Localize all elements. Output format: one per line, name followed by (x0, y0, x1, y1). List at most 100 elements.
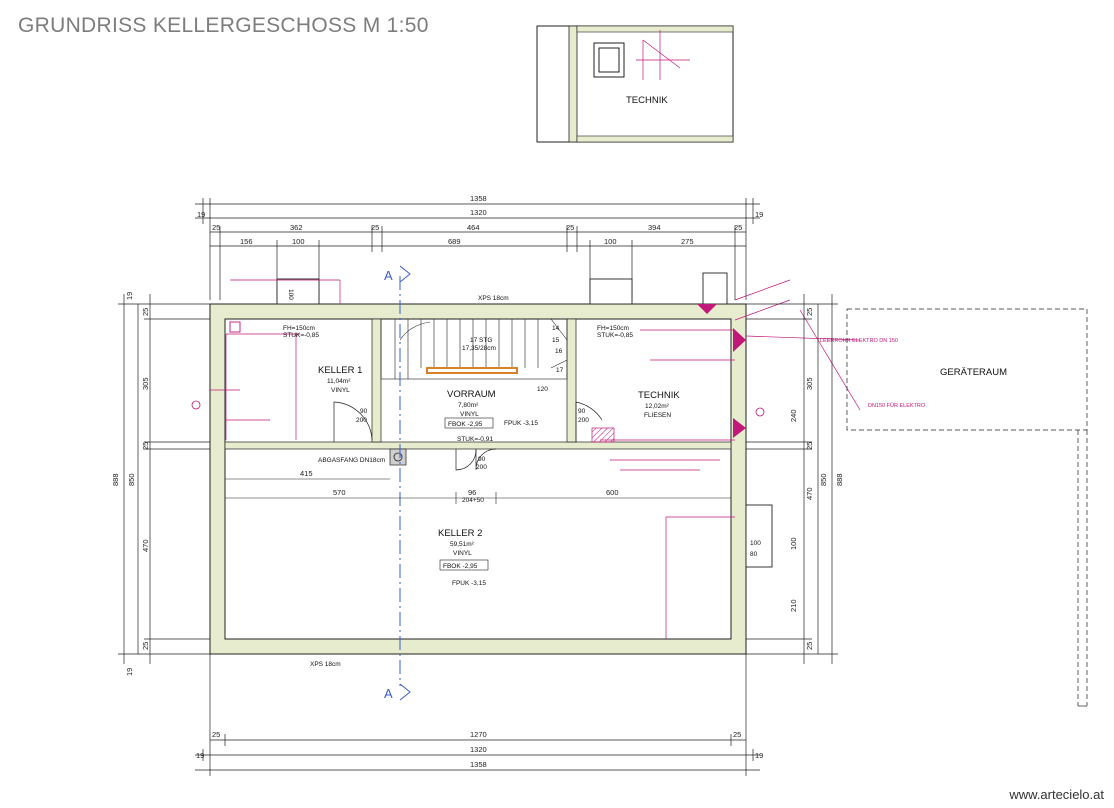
svg-text:362: 362 (290, 223, 303, 232)
svg-text:1320: 1320 (470, 208, 487, 217)
drawing-title: GRUNDRISS KELLERGESCHOSS M 1:50 (18, 14, 429, 37)
svg-text:25: 25 (733, 730, 741, 739)
bottom-dimensions (195, 654, 760, 776)
svg-text:25: 25 (212, 730, 220, 739)
vorraum-fbok-box (444, 417, 494, 429)
installation-circle (191, 400, 201, 410)
section-marker-bottom: A (384, 686, 393, 701)
staircase (380, 318, 568, 380)
technik-detail: TECHNIK (536, 25, 734, 143)
svg-text:19: 19 (197, 210, 205, 219)
installation-box (229, 321, 241, 333)
svg-text:19: 19 (125, 292, 134, 300)
svg-text:888: 888 (835, 473, 844, 486)
svg-text:16: 16 (555, 348, 563, 355)
svg-text:100: 100 (789, 537, 798, 550)
svg-text:19: 19 (125, 668, 134, 676)
svg-text:570: 570 (333, 488, 346, 497)
svg-text:275: 275 (681, 237, 694, 246)
section-marker-top: A (384, 268, 393, 283)
technik-detail-label: TECHNIK (626, 95, 668, 106)
door-technik-label-2: 200 (578, 417, 589, 424)
svg-text:25: 25 (805, 642, 814, 650)
window-keller2-label: 100 (750, 540, 761, 547)
svg-text:25: 25 (371, 223, 379, 232)
leerrohr-label: LEERROHR ELEKTRO DN 150 (820, 338, 898, 344)
keller1-floor: VINYL (331, 387, 350, 394)
svg-text:210: 210 (789, 599, 798, 612)
installation-marker-2 (733, 418, 746, 438)
svg-text:689: 689 (448, 237, 461, 246)
svg-text:25: 25 (141, 642, 150, 650)
keller2-fpuk: FPUK -3,15 (452, 580, 486, 587)
keller2-floor: VINYL (453, 550, 472, 557)
svg-text:25: 25 (734, 223, 742, 232)
svg-text:850: 850 (127, 473, 136, 486)
svg-text:19: 19 (755, 210, 763, 219)
door-keller1-label: 90 (360, 408, 368, 415)
vorraum-floor: VINYL (460, 411, 479, 418)
vorraum-fpuk: FPUK -3,15 (504, 420, 538, 427)
svg-text:25: 25 (566, 223, 574, 232)
dn150-label: DN150 FÜR ELEKTRO (868, 402, 926, 409)
door-keller2-label-2: 200 (476, 464, 487, 471)
svg-text:19: 19 (196, 751, 204, 760)
installation-lines (210, 279, 861, 639)
fh-label-right: FH=150cm (597, 325, 629, 332)
svg-text:470: 470 (141, 539, 150, 552)
geraeteraum (846, 308, 1088, 707)
door-keller2-label: 90 (478, 456, 486, 463)
door-204-label: 204+50 (462, 497, 484, 504)
svg-text:156: 156 (240, 237, 253, 246)
keller2-area: 59,51m² (450, 541, 475, 548)
keller2-name: KELLER 2 (438, 528, 482, 539)
installation-marker (733, 328, 746, 352)
svg-text:17: 17 (556, 367, 564, 374)
watermark: www.artecielo.at (1009, 787, 1104, 802)
right-dimensions (746, 294, 838, 664)
svg-text:100: 100 (604, 237, 617, 246)
technik-name: TECHNIK (638, 390, 680, 401)
xps-bottom-label: XPS 18cm (310, 661, 341, 668)
stairs-label: 17 STG (470, 337, 492, 344)
label-120: 120 (537, 386, 548, 393)
stuk-label-right: STUK=-0,85 (597, 332, 633, 339)
svg-text:25: 25 (805, 442, 814, 450)
fh-label-left: FH=150cm (283, 325, 315, 332)
keller2-fbok-box (439, 559, 489, 571)
door-keller1-label-2: 200 (356, 417, 367, 424)
keller1-name: KELLER 1 (318, 365, 362, 376)
svg-text:464: 464 (467, 223, 480, 232)
svg-text:15: 15 (552, 337, 560, 344)
vorraum-stuk: STUK=-0,91 (457, 436, 493, 443)
svg-text:1358: 1358 (470, 194, 487, 203)
svg-text:1270: 1270 (470, 730, 487, 739)
svg-text:1358: 1358 (470, 760, 487, 769)
svg-text:14: 14 (552, 325, 560, 332)
technik-area: 12,02m² (645, 403, 670, 410)
svg-text:1320: 1320 (470, 745, 487, 754)
stuk-label-left: STUK=-0,85 (283, 332, 319, 339)
svg-text:100: 100 (292, 237, 305, 246)
door-technik-label: 90 (578, 408, 586, 415)
window-keller1-label: 100 (287, 289, 294, 300)
vorraum-fbok: FBOK -2,95 (448, 421, 483, 428)
keller1-area: 11,04m² (327, 378, 351, 385)
svg-text:25: 25 (141, 308, 150, 316)
svg-text:240: 240 (789, 409, 798, 422)
vorraum-area: 7,80m² (458, 402, 479, 409)
window-keller2-label-2: 80 (750, 551, 758, 558)
installation-circle-2 (755, 407, 765, 417)
svg-text:25: 25 (141, 442, 150, 450)
installation-marker-3 (697, 304, 717, 314)
top-dimension-labels: 1358 1320 19 19 25 362 25 464 25 394 25 … (197, 194, 763, 246)
svg-text:96: 96 (468, 488, 476, 497)
svg-text:888: 888 (111, 473, 120, 486)
section-line (399, 265, 411, 701)
window-wells (276, 272, 773, 568)
svg-text:25: 25 (805, 308, 814, 316)
svg-text:305: 305 (805, 377, 814, 390)
svg-text:470: 470 (805, 487, 814, 500)
svg-text:19: 19 (755, 751, 763, 760)
